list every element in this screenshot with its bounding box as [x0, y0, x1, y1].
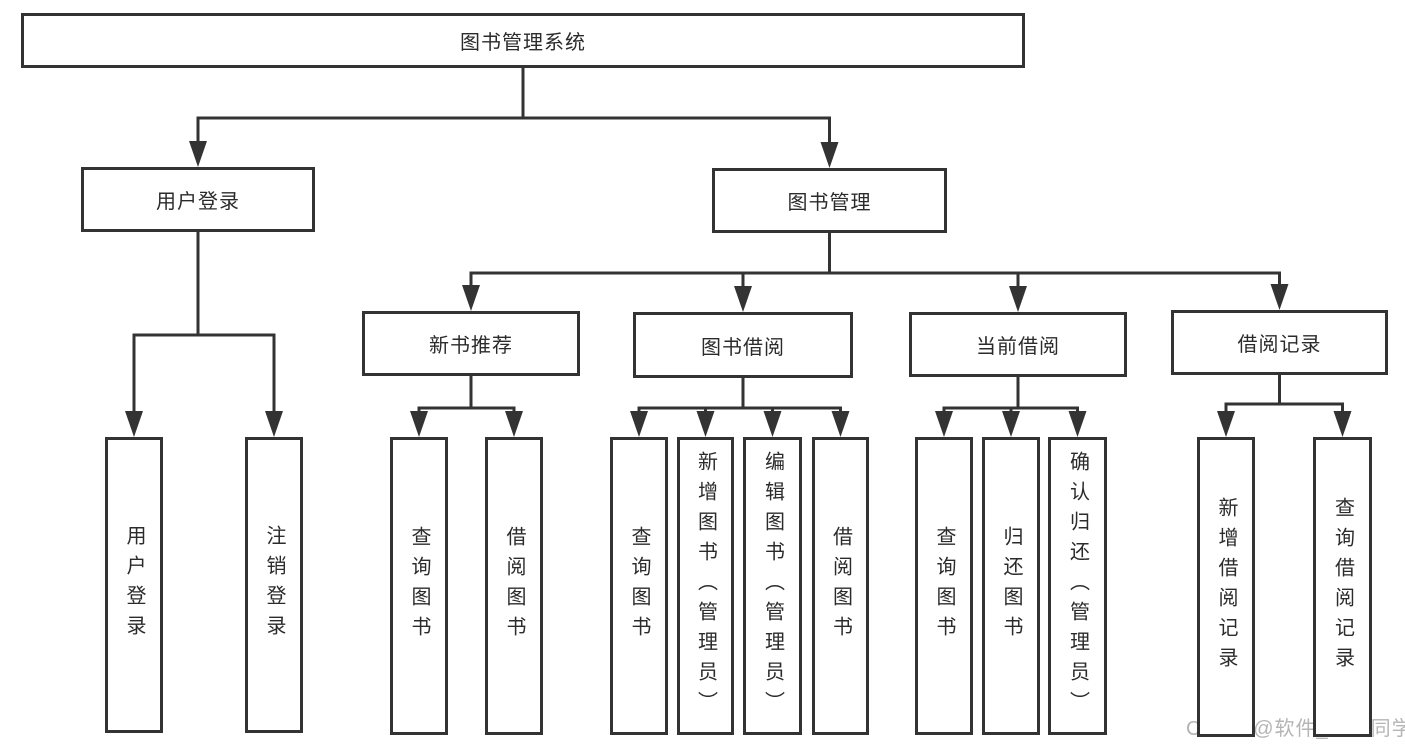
arrowhead-down-icon	[1002, 411, 1020, 437]
arrowhead-down-icon	[189, 141, 207, 167]
diagram-node-label: 当前借阅	[976, 336, 1060, 358]
diagram-node-leaf-bb-add: 新增图书（管理员）	[677, 437, 734, 735]
diagram-node-label: 查询借阅记录	[1331, 497, 1354, 677]
arrowhead-down-icon	[630, 411, 648, 437]
arrowhead-down-icon	[1068, 411, 1087, 437]
diagram-node-label: 借阅图书	[503, 526, 525, 646]
diagram-node-current-borrow: 当前借阅	[909, 312, 1127, 377]
diagram-node-user-login: 用户登录	[81, 167, 315, 232]
diagram-node-leaf-cb-confirm: 确认归还（管理员）	[1048, 437, 1107, 735]
arrowhead-down-icon	[265, 411, 283, 437]
diagram-node-label: 借阅记录	[1237, 334, 1322, 356]
diagram-node-label: 用户登录	[156, 191, 240, 213]
diagram-node-label: 新增借阅记录	[1215, 497, 1237, 677]
diagram-node-leaf-nbr-query: 查询图书	[390, 437, 448, 735]
diagram-node-leaf-rec-add: 新增借阅记录	[1197, 437, 1255, 737]
diagram-node-label: 编辑图书（管理员）	[761, 451, 784, 721]
diagram-node-book-mgmt: 图书管理	[712, 168, 947, 233]
arrowhead-down-icon	[696, 411, 715, 437]
diagram-node-label: 查询图书	[933, 526, 955, 646]
diagram-node-borrow-records: 借阅记录	[1171, 310, 1388, 375]
arrowhead-down-icon	[1270, 284, 1289, 310]
diagram-node-label: 归还图书	[1000, 526, 1022, 646]
diagram-node-label: 图书管理	[787, 192, 872, 214]
arrowhead-down-icon	[505, 411, 523, 437]
arrowhead-down-icon	[763, 411, 782, 437]
diagram-node-root: 图书管理系统	[21, 13, 1025, 68]
diagram-node-book-borrow: 图书借阅	[633, 312, 853, 378]
arrowhead-down-icon	[820, 142, 839, 168]
diagram-node-label: 新书推荐	[429, 335, 513, 357]
diagram-node-label: 借阅图书	[829, 526, 852, 646]
diagram-node-label: 新增图书（管理员）	[694, 451, 717, 721]
diagram-node-leaf-bb-borrow: 借阅图书	[812, 437, 869, 735]
diagram-node-label: 注销登录	[263, 525, 285, 645]
diagram-node-label: 用户登录	[123, 525, 145, 645]
diagram-node-label: 确认归还（管理员）	[1066, 451, 1089, 721]
diagram-node-label: 图书借阅	[701, 336, 785, 359]
arrowhead-down-icon	[1217, 411, 1235, 437]
arrowhead-down-icon	[1009, 286, 1027, 312]
diagram-node-leaf-bb-query: 查询图书	[610, 437, 668, 735]
diagram-node-leaf-bb-edit: 编辑图书（管理员）	[743, 437, 802, 735]
arrowhead-down-icon	[462, 285, 480, 311]
diagram-node-leaf-nbr-borrow: 借阅图书	[485, 437, 543, 735]
arrowhead-down-icon	[935, 411, 953, 437]
arrowhead-down-icon	[1333, 411, 1352, 437]
diagram-node-leaf-user-login: 用户登录	[105, 437, 163, 733]
diagram-node-leaf-cb-query: 查询图书	[915, 437, 973, 735]
diagram-node-leaf-cb-return: 归还图书	[982, 437, 1040, 735]
diagram-node-leaf-rec-query: 查询借阅记录	[1313, 437, 1372, 737]
diagram-node-label: 查询图书	[628, 526, 650, 646]
diagram-node-label: 查询图书	[408, 526, 430, 646]
diagram-node-leaf-logout: 注销登录	[245, 437, 303, 733]
diagram-node-label: 图书管理系统	[460, 32, 586, 54]
arrowhead-down-icon	[125, 411, 143, 437]
arrowhead-down-icon	[831, 411, 850, 437]
arrowhead-down-icon	[410, 411, 428, 437]
arrowhead-down-icon	[734, 286, 752, 312]
diagram-node-new-book-rec: 新书推荐	[362, 311, 580, 376]
